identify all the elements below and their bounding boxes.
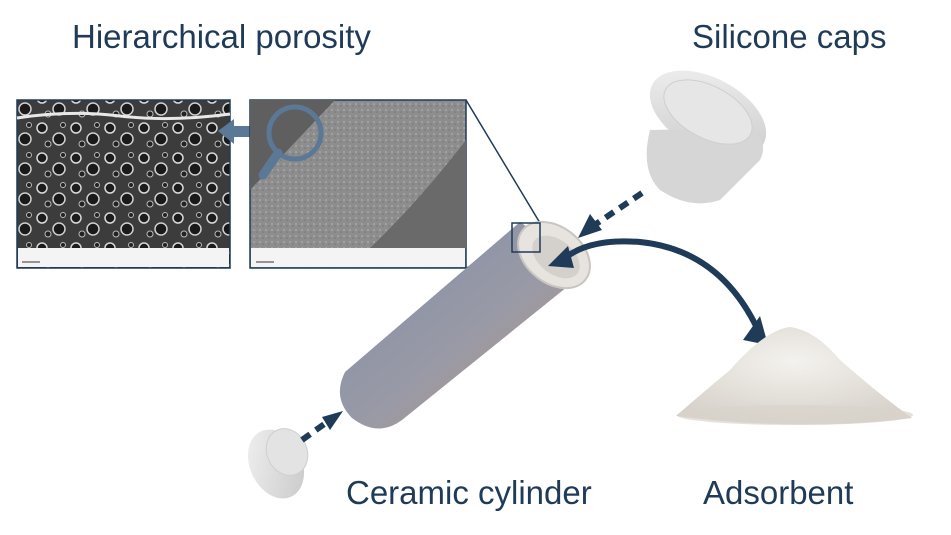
zoom-line-top [465,99,541,224]
label-ceramic-cylinder: Ceramic cylinder [346,474,592,511]
ceramic-cylinder [339,220,591,429]
curved-arrow-icon [548,238,768,345]
dashed-arrow-bottom-icon [300,411,343,443]
zoom-box [511,222,541,253]
sem-image-surface [249,99,467,269]
label-silicone-caps: Silicone caps [692,18,887,55]
silicone-cap-top [646,70,767,204]
sem-image-pores [16,99,231,269]
silicone-cap-bottom [247,428,309,499]
dashed-arrow-icon [578,190,644,238]
left-arrow-icon [218,119,250,144]
label-adsorbent: Adsorbent [703,474,854,511]
magnifier-icon [258,104,324,180]
label-hierarchical-porosity: Hierarchical porosity [72,18,371,55]
adsorbent-powder [676,327,913,425]
